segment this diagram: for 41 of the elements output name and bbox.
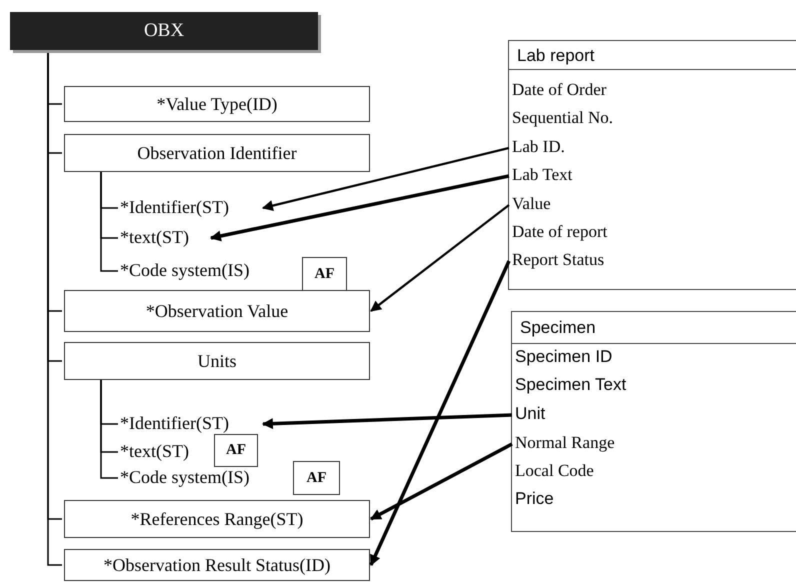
subfield-label: *Identifier(ST) [120,414,262,434]
tree-connector [100,172,118,272]
field-box: *Observation Value [64,290,370,332]
arrow [369,260,511,566]
table-row-text: Local Code [512,462,789,482]
field-box: *Observation Result Status(ID) [64,549,370,581]
af-tag: AF [214,434,258,467]
table-row-text: Lab Text [509,166,789,186]
subfield-label: *Code system(IS) [120,468,292,488]
field-box: Observation Identifier [64,134,370,172]
table-heading: Specimen [512,312,796,344]
table-box [511,311,796,532]
subfield-label: *text(ST) [120,442,210,462]
field-box: *References Range(ST) [64,500,370,538]
subfield-label: *text(ST) [120,228,210,248]
table-row-text: Date of report [509,223,789,243]
table-row-text: Specimen Text [512,376,789,396]
table-row-text: Specimen ID [512,348,789,368]
table-row-text: Price [512,490,789,510]
arrow [262,146,510,211]
table-row-text: Value [509,195,789,215]
subfield-label: *Identifier(ST) [120,198,262,218]
af-tag: AF [302,257,347,291]
table-box [508,40,796,290]
table-row-text: Unit [512,405,789,425]
field-box: *Value Type(ID) [64,86,370,122]
arrow [210,174,510,242]
table-row-text: Sequential No. [509,109,789,129]
table-row-text: Date of Order [509,81,789,101]
field-box: Units [64,342,370,380]
table-row-text: Report Status [509,251,789,271]
af-tag: AF [293,461,340,495]
arrow [262,413,512,430]
table-row-text: Normal Range [512,434,789,454]
segment-header-box: OBX [10,12,318,50]
arrow [370,442,513,521]
tree-connector [100,380,118,479]
subfield-label: *Code system(IS) [120,261,294,281]
table-row-text: Lab ID. [509,138,789,158]
arrow [370,204,510,312]
table-heading: Lab report [509,41,796,70]
